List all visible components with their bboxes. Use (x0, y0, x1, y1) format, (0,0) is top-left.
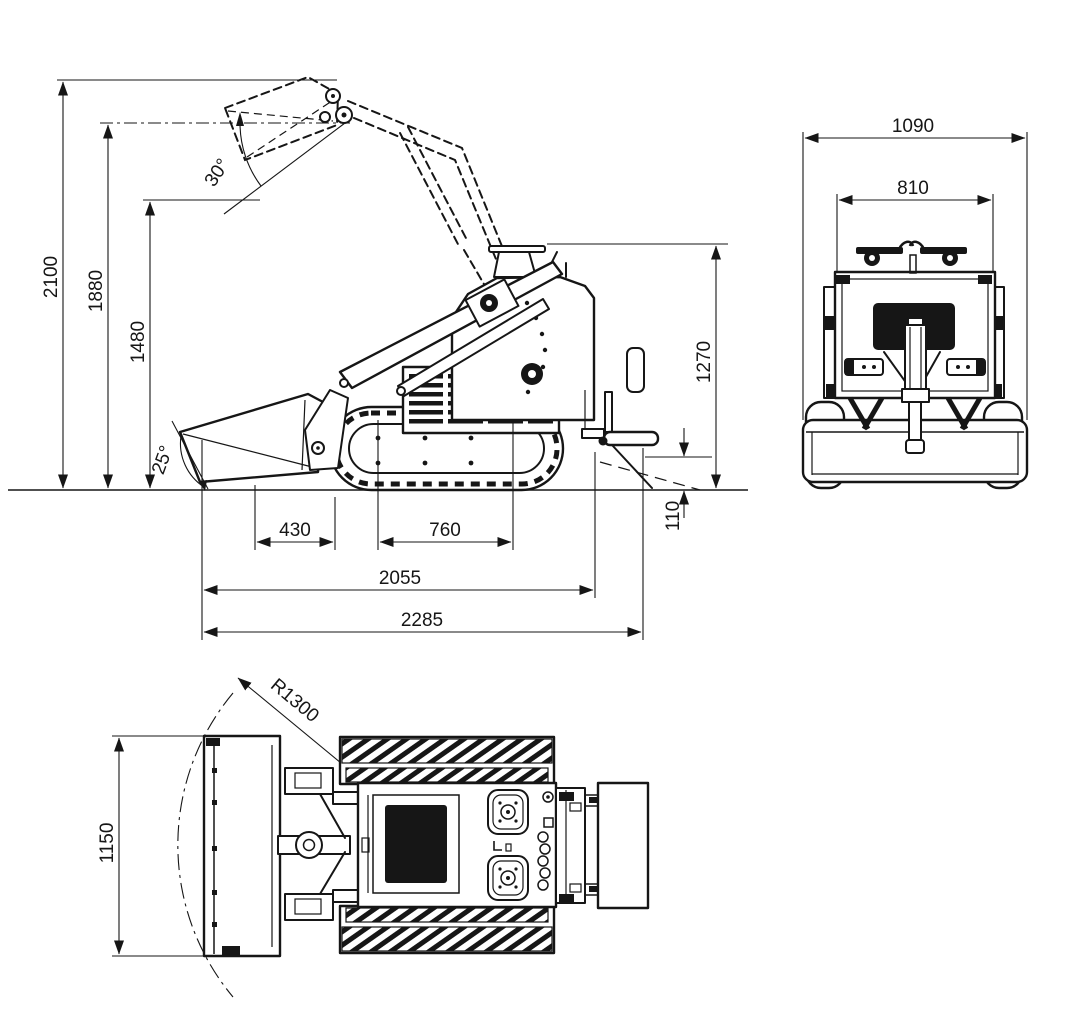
dim-track-contact: 760 (429, 520, 461, 541)
foot-pedal-left (487, 789, 529, 835)
top-bucket (202, 734, 282, 958)
dim-dump-angle: 30° (201, 155, 234, 191)
loader-arm (338, 260, 564, 397)
dim-body-width: 810 (897, 178, 929, 199)
front-view: 1090 810 (801, 116, 1029, 490)
turning-arc (177, 692, 234, 998)
top-grille (385, 805, 447, 883)
rear-panel (555, 787, 599, 904)
foot-pedal-right (487, 855, 529, 901)
push-frame (277, 767, 359, 921)
top-view: R1300 1150 (97, 675, 650, 998)
side-view: 2100 1880 1480 30° 25° 1270 (8, 75, 748, 640)
bucket-side (178, 378, 349, 484)
top-track-left (338, 735, 556, 786)
dim-overall-height: 2100 (41, 256, 62, 298)
operator-platform (581, 347, 701, 491)
machine-body (450, 245, 596, 422)
top-machine (202, 734, 650, 958)
top-track-right (338, 904, 556, 955)
dim-turning-radius: R1300 (266, 675, 322, 727)
side-machine (178, 245, 701, 492)
platform-top-view (596, 781, 650, 910)
dim-overall-length: 2285 (401, 610, 443, 631)
raised-position-dashed (223, 75, 546, 367)
dim-length-less-bucket: 2055 (379, 568, 421, 589)
lift-cylinder (901, 317, 930, 454)
dim-rollback-angle: 25° (148, 443, 178, 477)
front-dimensions: 1090 810 (802, 116, 1028, 420)
control-handles (856, 240, 967, 274)
dim-bucket-width: 1150 (97, 823, 118, 864)
dim-bucket-overhang: 430 (279, 520, 311, 541)
top-dimensions: 1150 (97, 735, 206, 957)
front-machine (801, 240, 1029, 490)
radius-leader (237, 677, 342, 764)
valve-bank (537, 791, 561, 895)
dim-ground-clearance: 110 (663, 501, 684, 531)
dim-pin-height: 1880 (86, 270, 107, 312)
dim-chassis-height: 1270 (694, 341, 715, 383)
top-body (356, 781, 561, 909)
dim-overall-width: 1090 (892, 116, 934, 137)
dim-dump-height: 1480 (128, 321, 149, 363)
